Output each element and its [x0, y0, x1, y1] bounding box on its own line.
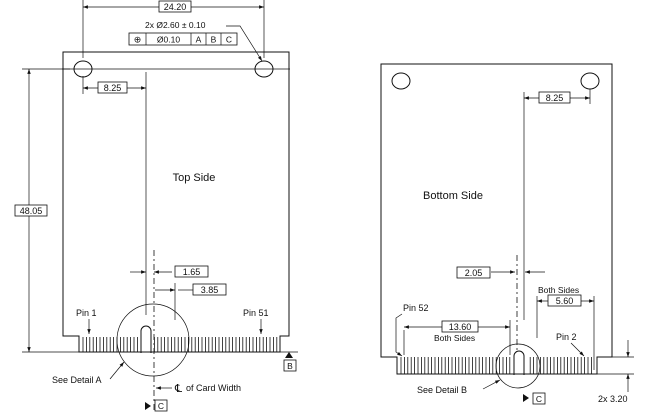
top-side-view: 24.20 2x Ø2.60 ± 0.10 ⊕ Ø0.10 A B C 8.25: [15, 0, 298, 412]
top-pin-1-label: Pin 1: [76, 308, 97, 318]
bottom-side-view: 8.25 Bottom Side 2.05 Both Sides 5.60 Pi…: [381, 64, 634, 404]
top-offset-dim: 8.25: [104, 83, 122, 93]
bottom-dim-2x-3-20: 2x 3.20: [598, 394, 628, 404]
bottom-pin-2-label: Pin 2: [556, 332, 577, 342]
top-pin-51-label: Pin 51: [243, 308, 269, 318]
centerline-symbol: ℄: [174, 383, 182, 395]
top-side-label: Top Side: [173, 172, 216, 184]
bottom-datum-c-label: C: [536, 394, 542, 404]
bottom-dim-5-60: 5.60: [556, 296, 574, 306]
bottom-hole-right: [581, 73, 599, 89]
fcf-datum-c: C: [226, 35, 232, 45]
bottom-key-notch: [514, 351, 524, 375]
top-hole-callout: 2x Ø2.60 ± 0.10: [145, 20, 206, 30]
fcf-tolerance: Ø0.10: [157, 35, 180, 45]
top-card-outline: [63, 52, 289, 352]
fcf-datum-b: B: [211, 35, 217, 45]
both-sides-label-1: Both Sides: [538, 285, 579, 295]
top-datum-c-label: C: [158, 401, 164, 411]
bottom-side-label: Bottom Side: [423, 190, 483, 202]
top-width-dim: 24.20: [164, 2, 187, 12]
top-dim-3-85: 3.85: [201, 285, 219, 295]
bottom-dim-2-05: 2.05: [465, 268, 483, 278]
bottom-offset-dim: 8.25: [546, 93, 564, 103]
fcf-position-symbol: ⊕: [134, 35, 142, 45]
feature-control-frame: ⊕ Ø0.10 A B C: [129, 33, 237, 45]
see-detail-a-note: See Detail A: [52, 375, 102, 385]
bottom-card-outline: [381, 64, 612, 374]
fcf-datum-a: A: [196, 35, 202, 45]
both-sides-label-2: Both Sides: [434, 333, 475, 343]
datum-b-label: B: [287, 361, 293, 371]
top-height-dim: 48.05: [20, 206, 43, 216]
bottom-dim-13-60: 13.60: [449, 322, 472, 332]
top-key-notch: [141, 326, 151, 353]
top-dim-1-65: 1.65: [183, 267, 201, 277]
bottom-pin-52-label: Pin 52: [403, 303, 429, 313]
top-edge-fingers: [83, 337, 277, 352]
see-detail-b-note: See Detail B: [417, 385, 467, 395]
centerline-note: of Card Width: [186, 383, 241, 393]
bottom-hole-left: [392, 73, 410, 89]
